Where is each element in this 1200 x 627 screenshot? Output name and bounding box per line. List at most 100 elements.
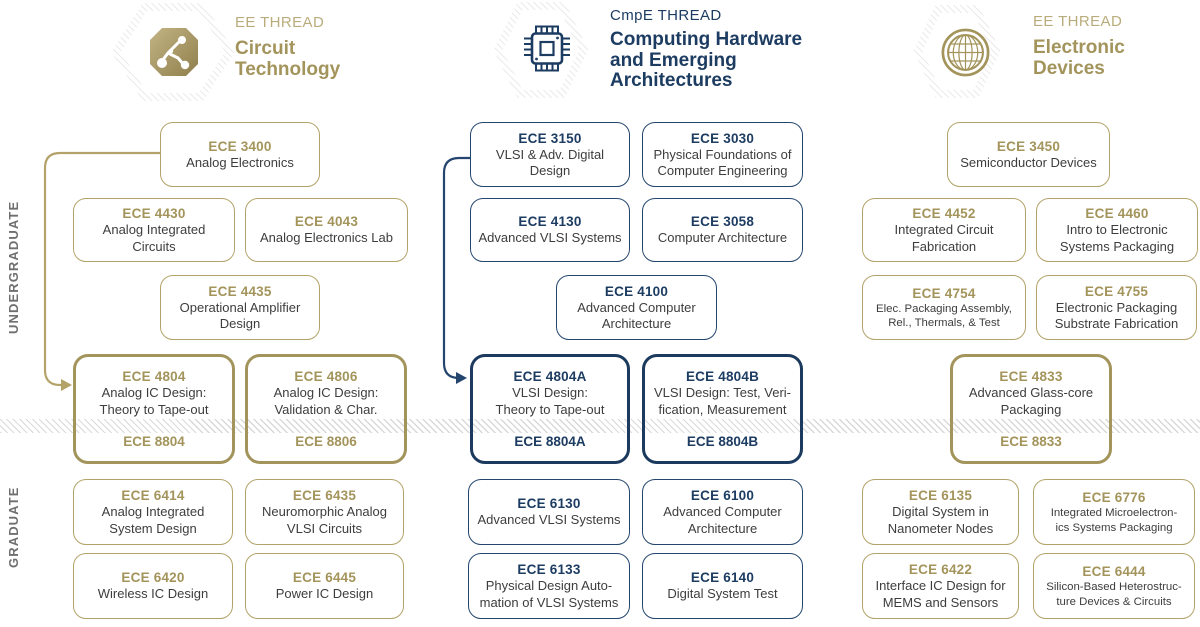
grad-course-code: ECE 8804 xyxy=(123,434,185,449)
course-ece-6445: ECE 6445 Power IC Design xyxy=(245,553,404,619)
course-title: Theory to Tape-out xyxy=(495,401,605,417)
thread-title-line: and Emerging xyxy=(610,49,737,71)
course-ece-6100: ECE 6100 Advanced Computer Architecture xyxy=(642,479,803,545)
course-code: ECE 4430 xyxy=(122,206,186,221)
course-title: VLSI Design: xyxy=(512,385,588,400)
cpu-chip-icon xyxy=(524,25,570,72)
course-code: ECE 4043 xyxy=(294,214,359,230)
course-code: ECE 4804 xyxy=(122,369,186,384)
course-ece-3400: ECE 3400 Analog Electronics xyxy=(160,122,320,187)
course-title: Circuits xyxy=(132,238,176,254)
course-title: Elec. Packaging Assembly, xyxy=(876,302,1012,315)
course-title: Silicon-Based Heterostruc- xyxy=(1046,581,1182,593)
course-code: ECE 3450 xyxy=(996,138,1061,154)
course-title: Digital System in xyxy=(892,504,989,519)
grad-course-code: ECE 8804A xyxy=(514,434,586,449)
thread-title-line: Computing Hardware xyxy=(610,29,803,50)
thread-title-line: Architectures xyxy=(610,70,733,91)
course-code: ECE 3030 xyxy=(690,130,755,146)
course-title: ture Devices & Circuits xyxy=(1056,595,1172,608)
course-title: Power IC Design xyxy=(275,586,374,602)
hexagon-outline xyxy=(112,3,234,101)
course-title: Neuromorphic Analog xyxy=(261,504,388,519)
course-title: Wireless IC Design xyxy=(97,586,209,602)
course-title: Packaging xyxy=(1000,401,1062,417)
course-ece-3150: ECE 3150 VLSI & Adv. Digital Design xyxy=(470,122,630,187)
course-code: ECE 6422 xyxy=(908,562,973,577)
thread-title: Electronic Devices xyxy=(1033,37,1125,79)
course-ece-3030: ECE 3030 Physical Foundations of Compute… xyxy=(642,122,803,187)
course-ece-4452: ECE 4452 Integrated Circuit Fabrication xyxy=(862,198,1026,262)
course-ece-6135: ECE 6135 Digital System in Nanometer Nod… xyxy=(862,479,1019,545)
course-code: ECE 6435 xyxy=(292,488,357,503)
grad-course-code: ECE 8806 xyxy=(295,434,357,449)
undergrad-grad-divider xyxy=(0,419,1200,433)
course-title: Analog Electronics xyxy=(186,154,294,170)
course-title: Theory to Tape-out xyxy=(99,401,209,417)
course-title: VLSI Circuits xyxy=(286,520,363,536)
course-ece-4804b-8804b: ECE 4804B VLSI Design: Test, Veri- ficat… xyxy=(642,354,803,464)
course-ece-4100: ECE 4100 Advanced Computer Architecture xyxy=(556,275,717,340)
course-title: System Design xyxy=(109,520,197,536)
course-title: VLSI & Adv. Digital xyxy=(495,146,605,162)
course-title: Electronic Packaging xyxy=(1055,299,1178,315)
thread-label: CmpE THREAD xyxy=(610,7,722,24)
thread-title: Circuit Technology xyxy=(235,38,341,80)
course-ece-3058: ECE 3058 Computer Architecture xyxy=(642,198,803,262)
course-code: ECE 4460 xyxy=(1085,206,1149,221)
globe-icon xyxy=(941,28,990,77)
course-title: fication, Measurement xyxy=(658,401,787,417)
course-title: ics Systems Packaging xyxy=(1055,521,1173,534)
course-ece-6776: ECE 6776 Integrated Microelectron- ics S… xyxy=(1033,479,1195,545)
course-title: Validation & Char. xyxy=(274,401,378,417)
thread-label: EE THREAD xyxy=(1033,13,1123,30)
thread-title-line: Electronic xyxy=(1033,37,1125,58)
course-code: ECE 6420 xyxy=(121,570,185,586)
course-title: Advanced VLSI Systems xyxy=(477,512,621,528)
thread-title-line: Circuit xyxy=(235,38,296,59)
course-ece-4833-8833: ECE 4833 Advanced Glass-core Packaging E… xyxy=(950,354,1112,464)
course-code: ECE 6140 xyxy=(690,570,755,586)
thread-title: Computing Hardware and Emerging Architec… xyxy=(610,29,803,92)
course-ece-6130: ECE 6130 Advanced VLSI Systems xyxy=(468,479,630,545)
grad-course-code: ECE 8833 xyxy=(1000,434,1062,449)
course-code: ECE 6776 xyxy=(1082,490,1146,505)
thread-title-line: Technology xyxy=(235,58,341,80)
course-code: ECE 4804A xyxy=(513,369,587,384)
course-title: Advanced Computer xyxy=(577,299,696,315)
course-title: mation of VLSI Systems xyxy=(479,594,619,610)
course-title: Operational Amplifier xyxy=(179,299,301,315)
course-title: Advanced Computer xyxy=(663,504,782,519)
course-ece-4804-8804: ECE 4804 Analog IC Design: Theory to Tap… xyxy=(73,354,235,464)
course-title: Architecture xyxy=(687,520,758,536)
course-title: Interface IC Design for xyxy=(875,578,1006,593)
hexagon-outline xyxy=(914,5,1000,98)
course-ece-6414: ECE 6414 Analog Integrated System Design xyxy=(73,479,233,545)
course-code: ECE 4806 xyxy=(294,369,358,384)
course-title: Physical Design Auto- xyxy=(485,578,613,593)
course-title: Computer Engineering xyxy=(657,163,788,178)
course-title: Design xyxy=(529,163,571,178)
course-ece-4755: ECE 4755 Electronic Packaging Substrate … xyxy=(1036,275,1197,340)
course-ece-6420: ECE 6420 Wireless IC Design xyxy=(73,553,233,619)
course-code: ECE 3400 xyxy=(208,138,272,154)
course-code: ECE 6135 xyxy=(908,488,973,503)
graduate-label: GRADUATE xyxy=(6,486,21,568)
course-ece-6435: ECE 6435 Neuromorphic Analog VLSI Circui… xyxy=(245,479,404,545)
course-code: ECE 4100 xyxy=(604,283,669,299)
course-title: Computer Architecture xyxy=(657,230,788,246)
course-title: Integrated Microelectron- xyxy=(1050,507,1178,519)
course-ece-6444: ECE 6444 Silicon-Based Heterostruc- ture… xyxy=(1033,553,1195,619)
course-code: ECE 3150 xyxy=(518,130,582,146)
course-ece-3450: ECE 3450 Semiconductor Devices xyxy=(947,122,1110,187)
course-title: Nanometer Nodes xyxy=(887,520,994,536)
course-code: ECE 4833 xyxy=(999,369,1063,384)
course-title: Design xyxy=(219,316,261,331)
course-title: Analog Integrated xyxy=(102,222,206,237)
course-title: Analog Integrated xyxy=(101,504,205,519)
course-code: ECE 6414 xyxy=(121,488,185,503)
course-title: Analog IC Design: xyxy=(273,385,379,400)
course-code: ECE 6130 xyxy=(517,496,581,512)
course-title: MEMS and Sensors xyxy=(882,594,999,610)
course-ece-4806-8806: ECE 4806 Analog IC Design: Validation & … xyxy=(245,354,407,464)
